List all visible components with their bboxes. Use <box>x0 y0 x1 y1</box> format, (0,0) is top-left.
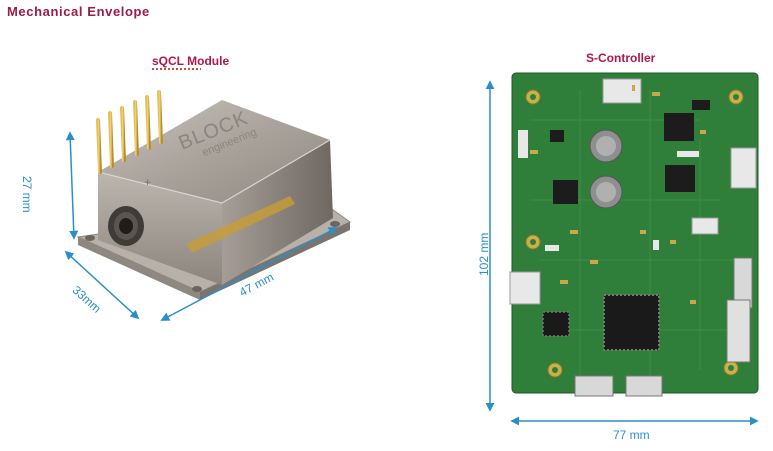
module-height-label: 27 mm <box>20 176 34 213</box>
sqcl-module-caption: sQCL Module <box>152 54 230 70</box>
module-height-arrow <box>65 131 79 240</box>
page-title: Mechanical Envelope <box>7 4 150 19</box>
module-length-arrow <box>160 227 338 321</box>
s-controller-image <box>509 72 759 397</box>
module-depth-arrow <box>64 250 140 320</box>
module-pins-top <box>96 90 163 174</box>
plus-mark-icon: + <box>144 175 151 189</box>
s-controller-caption: S-Controller <box>586 51 656 65</box>
controller-width-label: 77 mm <box>613 428 650 442</box>
sqcl-module-image: BLOCK engineering + <box>76 90 351 300</box>
controller-height-label: 102 mm <box>477 232 491 276</box>
